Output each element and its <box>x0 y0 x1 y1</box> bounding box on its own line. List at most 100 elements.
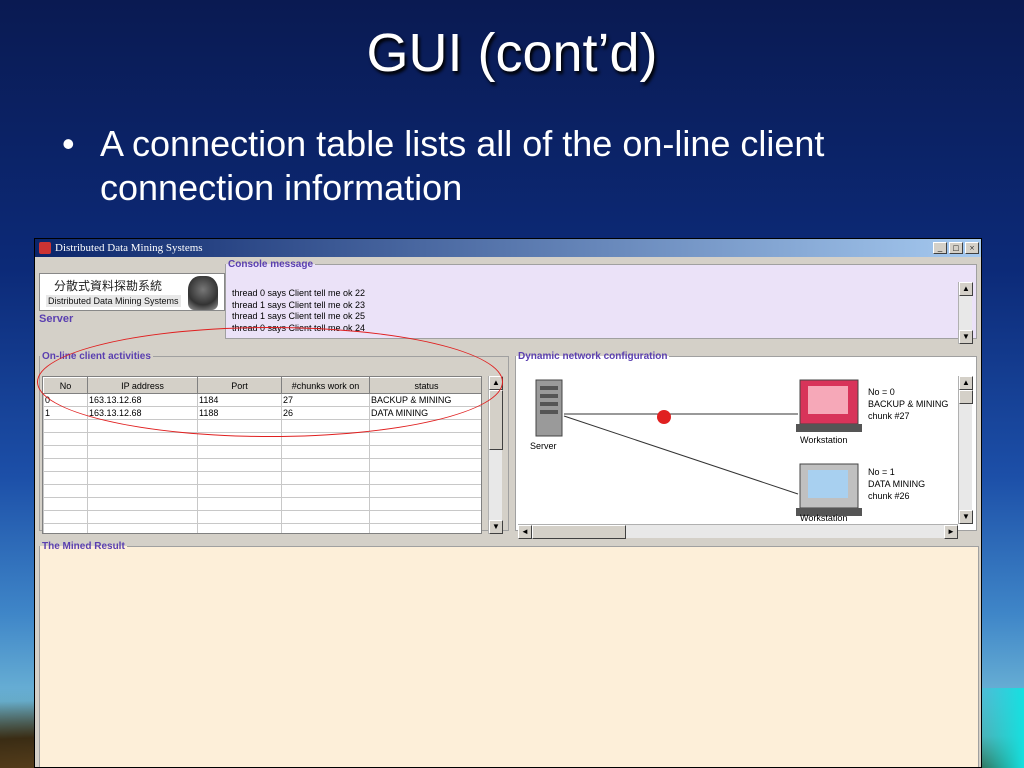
table-cell <box>369 445 481 459</box>
server-icon <box>535 379 563 437</box>
table-cell <box>369 471 481 485</box>
logo: 分散式資料探勘系統 Distributed Data Mining System… <box>39 273 225 311</box>
link-line <box>563 415 799 495</box>
table-row[interactable] <box>43 458 481 472</box>
console-line: thread 0 says Client tell me ok 22 <box>232 288 366 298</box>
scroll-right-icon[interactable]: ► <box>944 525 958 539</box>
server-node-label: Server <box>530 441 557 451</box>
table-cell <box>87 471 198 485</box>
title-bar[interactable]: Distributed Data Mining Systems _ □ × <box>35 239 981 257</box>
network-panel: Dynamic network configuration <box>515 351 977 539</box>
table-cell <box>87 432 198 446</box>
table-cell <box>369 484 481 498</box>
close-button[interactable]: × <box>965 242 979 254</box>
info-line: No = 0 <box>868 387 895 397</box>
table-cell <box>369 458 481 472</box>
table-row[interactable] <box>43 497 481 511</box>
app-window: Distributed Data Mining Systems _ □ × 分散… <box>34 238 982 768</box>
table-cell <box>197 458 282 472</box>
mined-legend: The Mined Result <box>42 541 125 552</box>
table-row[interactable] <box>43 523 481 533</box>
portrait-icon <box>188 276 218 310</box>
table-cell <box>197 471 282 485</box>
table-cell <box>369 432 481 446</box>
java-cup-icon <box>39 242 51 254</box>
table-cell <box>281 497 370 511</box>
table-cell <box>87 510 198 524</box>
scroll-thumb[interactable] <box>959 390 973 404</box>
info-line: chunk #26 <box>868 491 910 501</box>
scroll-down-icon[interactable]: ▼ <box>959 330 973 344</box>
network-diagram <box>535 379 862 516</box>
scroll-up-icon[interactable]: ▲ <box>959 282 973 296</box>
workstation-label: Workstation <box>800 513 848 523</box>
table-cell <box>87 458 198 472</box>
table-cell <box>197 510 282 524</box>
console-panel: Console message thread 0 says Client tel… <box>225 259 977 344</box>
minimize-button[interactable]: _ <box>933 242 947 254</box>
packet-icon <box>657 410 671 424</box>
table-cell <box>87 523 198 533</box>
scroll-down-icon[interactable]: ▼ <box>489 520 503 534</box>
scroll-up-icon[interactable]: ▲ <box>959 376 973 390</box>
table-cell <box>197 523 282 533</box>
table-row[interactable] <box>43 484 481 498</box>
info-line: BACKUP & MINING <box>868 399 949 409</box>
scroll-left-icon[interactable]: ◄ <box>518 525 532 539</box>
table-cell <box>369 497 481 511</box>
table-cell <box>281 523 370 533</box>
table-cell <box>43 471 88 485</box>
console-line: thread 1 says Client tell me ok 25 <box>232 311 366 321</box>
table-cell <box>281 484 370 498</box>
maximize-button[interactable]: □ <box>949 242 963 254</box>
logo-english-text: Distributed Data Mining Systems <box>46 295 181 307</box>
network-hscrollbar[interactable]: ◄ ► <box>518 524 958 539</box>
table-cell <box>43 458 88 472</box>
network-canvas: Server Workstation No = 0 BACKUP & MININ… <box>518 376 958 524</box>
table-cell <box>43 510 88 524</box>
console-line: thread 1 says Client tell me ok 23 <box>232 299 366 310</box>
slide-title: GUI (cont’d) <box>366 23 658 83</box>
table-row[interactable] <box>43 445 481 459</box>
table-cell <box>43 432 88 446</box>
info-line: No = 1 <box>868 467 895 477</box>
bullet-dot: • <box>62 123 75 164</box>
table-cell <box>43 497 88 511</box>
network-legend: Dynamic network configuration <box>518 351 668 362</box>
workstation-info: No = 1 DATA MINING chunk #26 <box>868 466 925 502</box>
table-cell <box>43 445 88 459</box>
table-cell <box>281 458 370 472</box>
scroll-down-icon[interactable]: ▼ <box>959 510 973 524</box>
console-scrollbar[interactable]: ▲ ▼ <box>958 282 973 344</box>
table-row[interactable] <box>43 471 481 485</box>
table-cell <box>87 445 198 459</box>
scroll-thumb[interactable] <box>532 525 626 539</box>
table-cell <box>197 497 282 511</box>
table-cell <box>87 497 198 511</box>
table-cell <box>43 523 88 533</box>
info-line: chunk #27 <box>868 411 910 421</box>
table-cell <box>281 510 370 524</box>
workstation-icon <box>796 379 862 432</box>
highlight-ellipse <box>37 327 503 437</box>
table-cell <box>369 510 481 524</box>
table-cell <box>197 484 282 498</box>
workstation-icon <box>796 463 862 516</box>
table-cell <box>43 484 88 498</box>
table-row[interactable] <box>43 510 481 524</box>
server-label: Server <box>39 313 74 325</box>
bullet-text: A connection table lists all of the on-l… <box>100 123 825 208</box>
table-cell <box>281 445 370 459</box>
workstation-label: Workstation <box>800 435 848 445</box>
slide-bullet: • A connection table lists all of the on… <box>62 122 962 210</box>
info-line: DATA MINING <box>868 479 926 489</box>
table-cell <box>87 484 198 498</box>
table-cell <box>43 419 88 433</box>
workstation-info: No = 0 BACKUP & MINING chunk #27 <box>868 386 948 422</box>
mined-result-panel: The Mined Result <box>39 541 979 767</box>
window-title: Distributed Data Mining Systems <box>55 242 203 254</box>
network-vscrollbar[interactable]: ▲ ▼ <box>958 376 973 524</box>
logo-chinese-text: 分散式資料探勘系統 <box>54 279 163 293</box>
table-cell <box>369 523 481 533</box>
console-legend: Console message <box>228 259 314 270</box>
